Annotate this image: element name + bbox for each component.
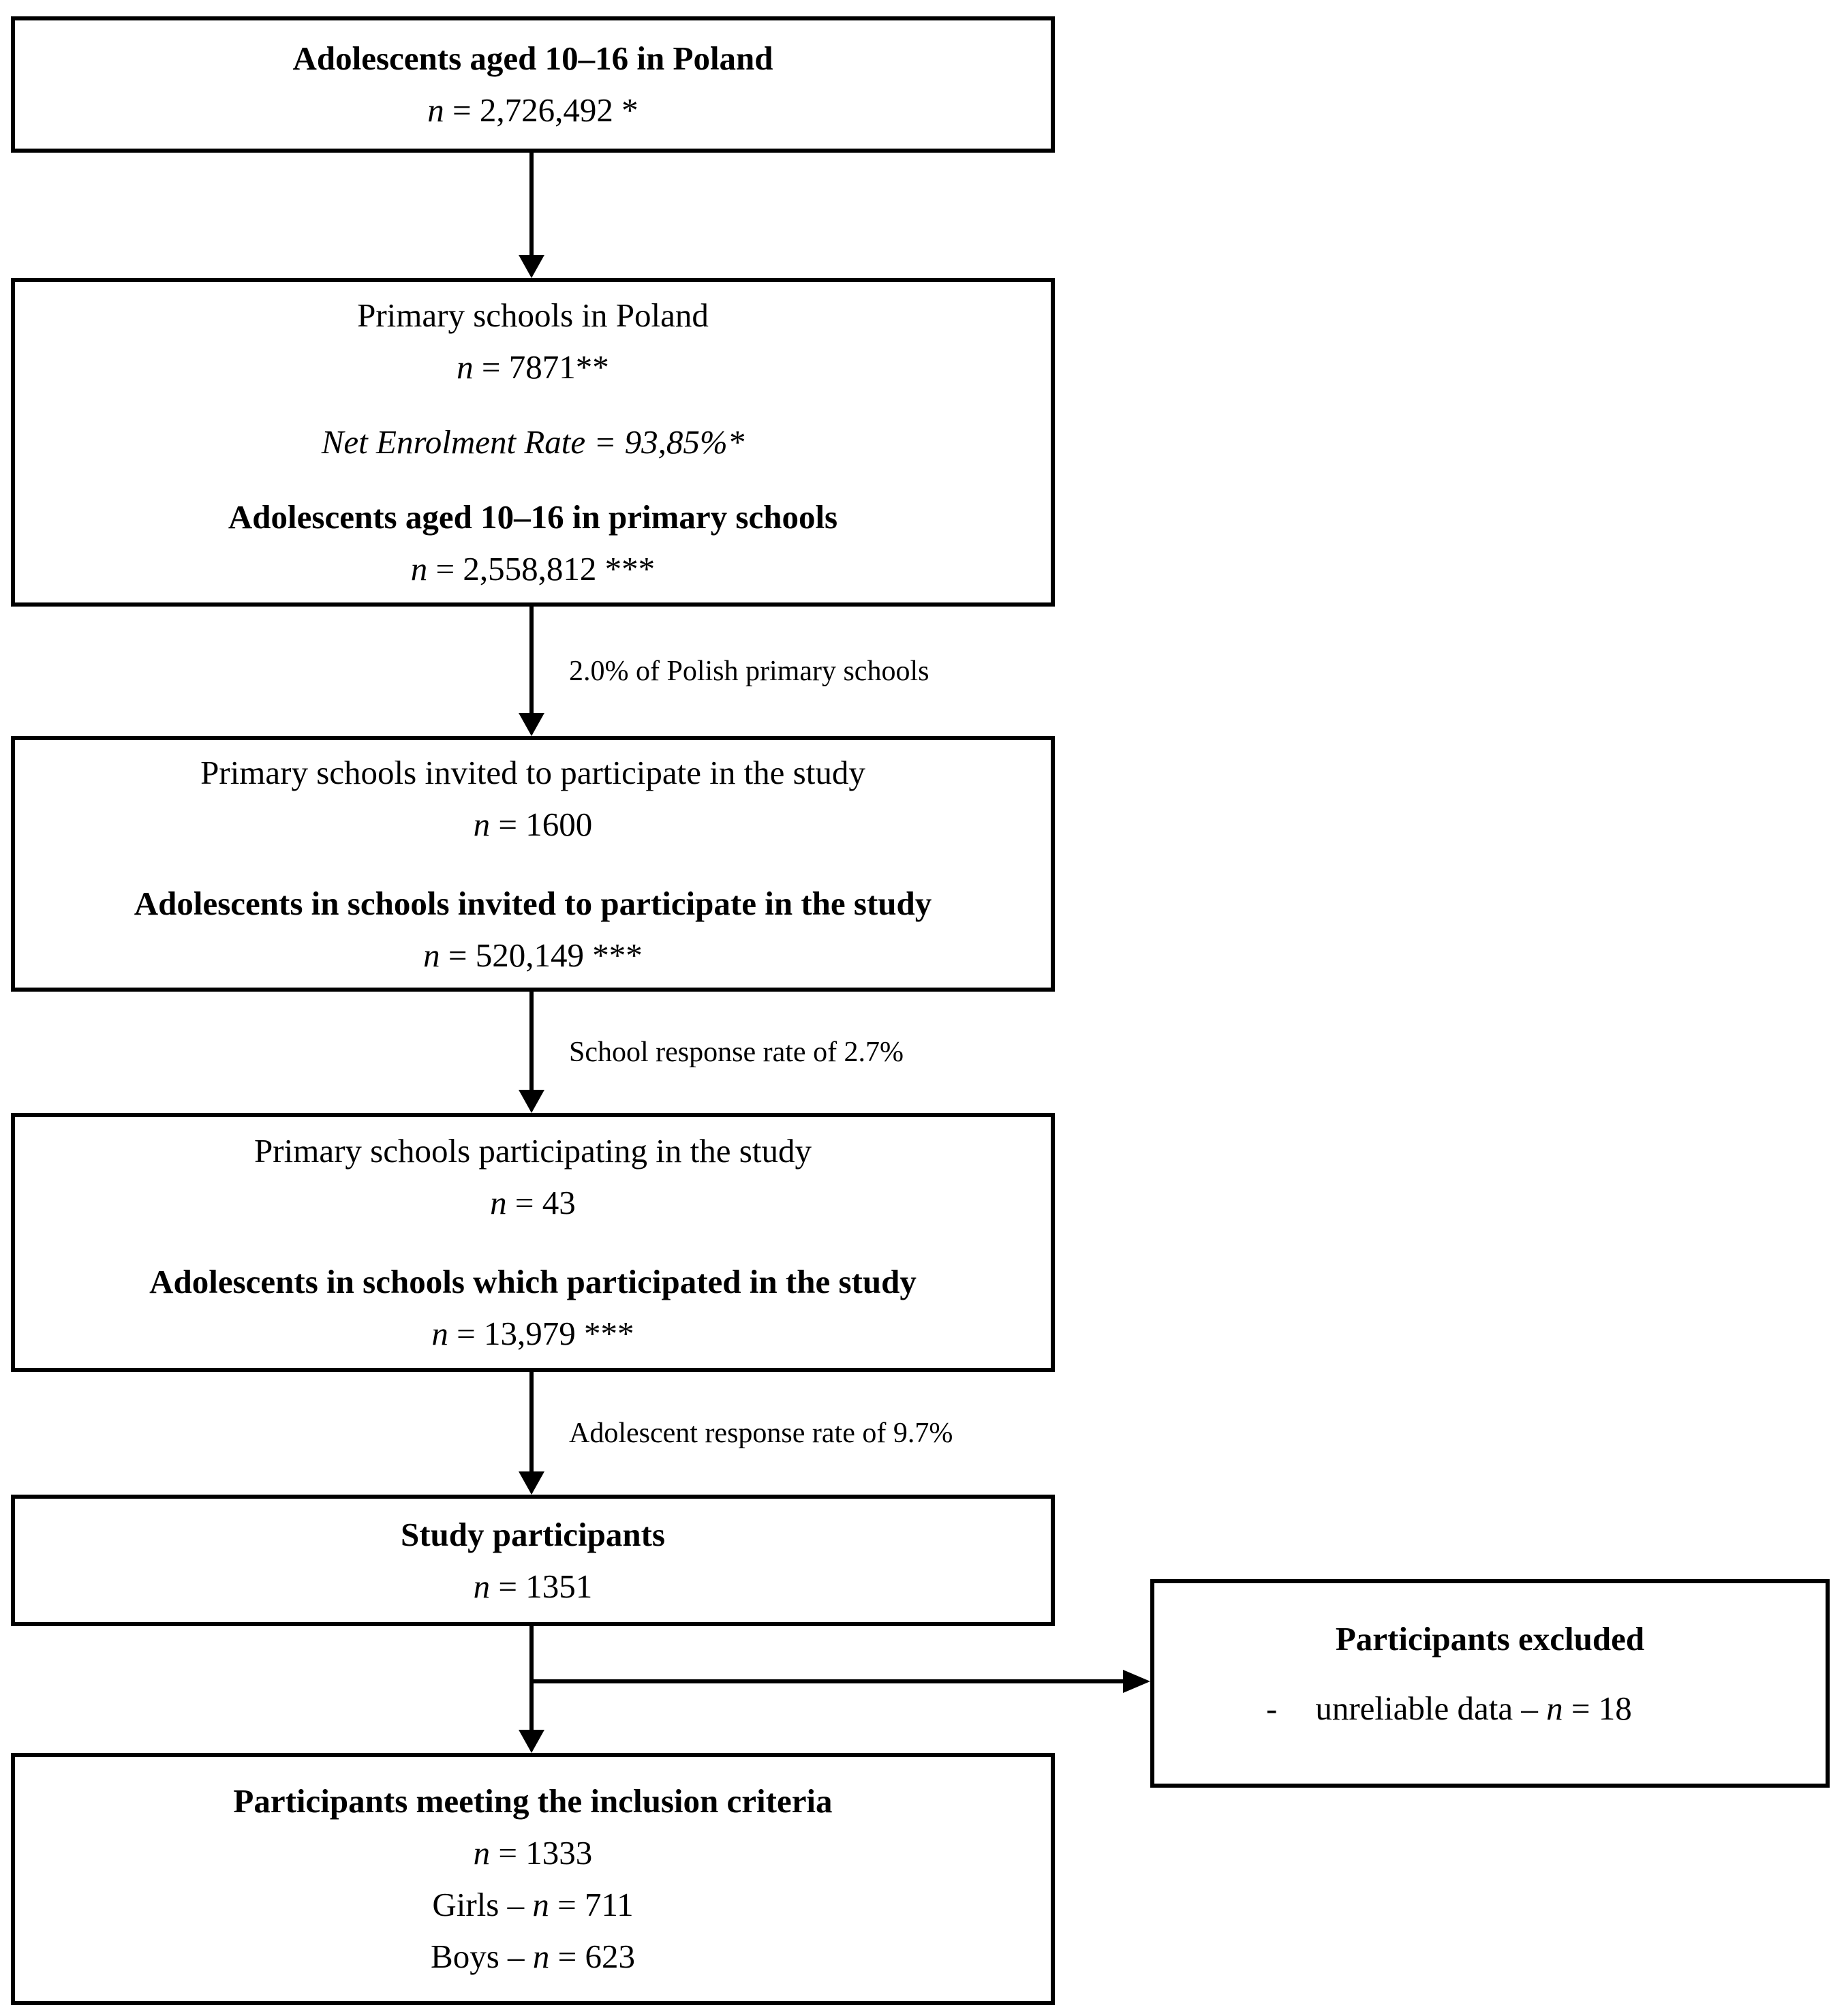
n-symbol: n	[457, 348, 474, 386]
n-value: = 2,726,492 *	[444, 91, 639, 129]
box4-line1: Primary schools participating in the stu…	[254, 1132, 812, 1170]
arrow-box4-to-box5	[529, 1372, 534, 1476]
n-value: = 711	[549, 1886, 634, 1923]
excluded-item-text: unreliable data –	[1315, 1690, 1547, 1727]
box3-line1: Primary schools invited to participate i…	[200, 753, 865, 791]
arrow-box3-to-box4	[529, 992, 534, 1094]
box6-boys-line: Boys – n = 623	[431, 1931, 635, 1983]
arrow-box2-to-box3	[529, 607, 534, 717]
n-value: = 43	[506, 1184, 576, 1221]
box-study-participants: Study participants n = 1351	[11, 1495, 1055, 1626]
box4-line2: Adolescents in schools which participate…	[149, 1263, 917, 1300]
n-value: = 1351	[490, 1567, 593, 1605]
excluded-title: Participants excluded	[1335, 1620, 1645, 1658]
n-value: = 2,558,812 ***	[427, 550, 656, 587]
n-symbol: n	[473, 1834, 491, 1872]
box-participants-excluded: Participants excluded - unreliable data …	[1150, 1579, 1830, 1788]
excluded-item: unreliable data – n = 18	[1315, 1683, 1631, 1735]
box2-n1-line: n = 7871**	[457, 341, 609, 393]
box6-title: Participants meeting the inclusion crite…	[233, 1782, 833, 1820]
girls-label: Girls –	[432, 1886, 533, 1923]
box2-enrolment-rate: Net Enrolment Rate = 93,85%*	[321, 423, 745, 461]
arrow-box1-to-box2	[529, 153, 534, 258]
box2-line1: Primary schools in Poland	[357, 296, 709, 334]
box5-title: Study participants	[400, 1515, 665, 1553]
arrowhead-down-icon	[519, 1471, 544, 1495]
box6-girls-line: Girls – n = 711	[432, 1879, 633, 1931]
arrow3-label: School response rate of 2.7%	[569, 1037, 904, 1068]
box-schools-participating: Primary schools participating in the stu…	[11, 1113, 1055, 1372]
n-value: = 18	[1563, 1690, 1632, 1727]
box2-n2-line: n = 2,558,812 ***	[411, 543, 655, 595]
box-adolescents-in-poland: Adolescents aged 10–16 in Poland n = 2,7…	[11, 16, 1055, 153]
n-symbol: n	[427, 91, 444, 129]
arrow2-label: 2.0% of Polish primary schools	[569, 656, 929, 687]
n-symbol: n	[473, 1567, 491, 1605]
box4-n1-line: n = 43	[490, 1177, 576, 1229]
n-value: = 1333	[490, 1834, 593, 1872]
arrowhead-down-icon	[519, 1730, 544, 1753]
n-value: = 1600	[490, 805, 593, 843]
arrow-branch-to-excluded	[532, 1679, 1123, 1683]
n-symbol: n	[423, 936, 440, 974]
box1-title: Adolescents aged 10–16 in Poland	[292, 40, 773, 77]
box1-n-line: n = 2,726,492 *	[427, 85, 638, 136]
box4-n2-line: n = 13,979 ***	[431, 1308, 634, 1360]
bullet-dash: -	[1266, 1690, 1278, 1727]
n-value: = 623	[549, 1938, 635, 1975]
arrowhead-down-icon	[519, 713, 544, 736]
n-symbol: n	[410, 550, 428, 587]
box3-n2-line: n = 520,149 ***	[423, 930, 643, 981]
n-symbol: n	[1546, 1690, 1563, 1727]
arrowhead-right-icon	[1123, 1670, 1150, 1693]
n-symbol: n	[532, 1886, 549, 1923]
box2-line2: Adolescents aged 10–16 in primary school…	[228, 498, 838, 536]
excluded-bullet-row: - unreliable data – n = 18	[1154, 1683, 1826, 1735]
arrow4-label: Adolescent response rate of 9.7%	[569, 1418, 953, 1449]
n-value: = 13,979 ***	[448, 1315, 634, 1352]
n-symbol: n	[490, 1184, 507, 1221]
n-symbol: n	[431, 1315, 448, 1352]
n-value: = 7871**	[473, 348, 609, 386]
box-inclusion-criteria: Participants meeting the inclusion crite…	[11, 1753, 1055, 2005]
box5-n-line: n = 1351	[474, 1561, 593, 1613]
box3-line2: Adolescents in schools invited to partic…	[134, 884, 932, 922]
n-symbol: n	[473, 805, 491, 843]
boys-label: Boys –	[431, 1938, 533, 1975]
box6-n-line: n = 1333	[474, 1827, 593, 1879]
arrowhead-down-icon	[519, 255, 544, 278]
box-primary-schools-poland: Primary schools in Poland n = 7871** Net…	[11, 278, 1055, 607]
n-value: = 520,149 ***	[440, 936, 643, 974]
arrowhead-down-icon	[519, 1090, 544, 1113]
box-schools-invited: Primary schools invited to participate i…	[11, 736, 1055, 992]
box3-n1-line: n = 1600	[474, 799, 593, 851]
n-symbol: n	[532, 1938, 550, 1975]
